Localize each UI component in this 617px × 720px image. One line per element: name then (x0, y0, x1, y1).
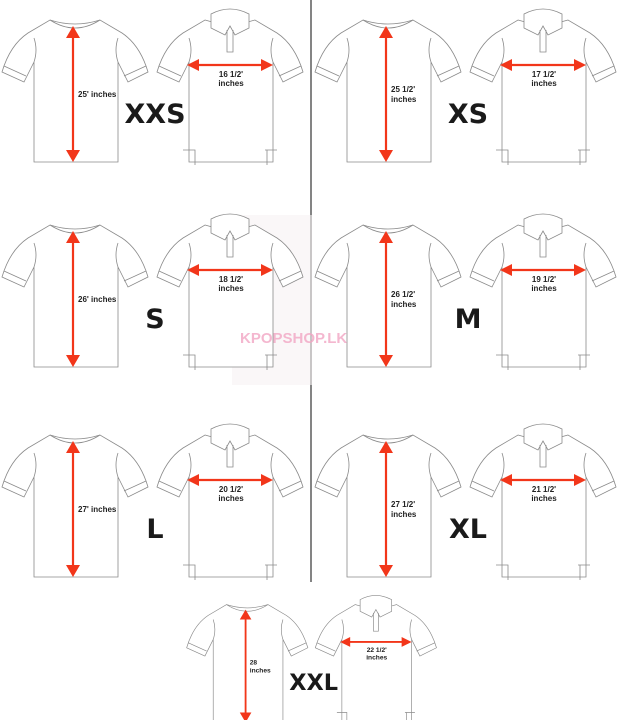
neck-band (226, 604, 269, 612)
sleeve-seams (158, 452, 302, 492)
back-shirt-outline (314, 434, 462, 578)
hem-slits (183, 564, 277, 580)
size-label: XS (448, 99, 488, 130)
polo-collar (359, 595, 393, 632)
chest-measurement: 19 1/2' (532, 275, 556, 284)
length-measurement: 27 1/2' (391, 500, 415, 509)
chest-measurement: inches (218, 284, 244, 293)
hem-slits (496, 354, 590, 370)
neck-band (362, 434, 414, 444)
back-shirt-outline (314, 19, 462, 163)
watermark-text: KPOPSHOP.LK (240, 330, 347, 347)
back-shirt-outline (1, 434, 149, 578)
sleeve-seams (316, 619, 435, 652)
sleeve-seams (188, 619, 307, 652)
length-measurement: 26 1/2' (391, 290, 415, 299)
length-measurement: 25 1/2' (391, 85, 415, 94)
hem-slits (496, 564, 590, 580)
sleeve-seams (3, 452, 147, 492)
chest-measurement: 22 1/2' (367, 647, 387, 654)
hem-slits (336, 712, 415, 720)
neck-band (362, 19, 414, 29)
length-measurement: inches (391, 95, 417, 104)
sleeve-seams (3, 242, 147, 282)
neck-band (49, 19, 101, 29)
size-label: S (145, 304, 164, 335)
polo-collar (210, 423, 250, 468)
length-measurement: 27' inches (78, 505, 117, 514)
chest-measurement: 21 1/2' (532, 485, 556, 494)
sleeve-seams (316, 242, 460, 282)
polo-collar (210, 213, 250, 258)
size-label: XXS (124, 99, 185, 130)
length-measurement: 28 (250, 659, 258, 666)
back-shirt-outline (1, 224, 149, 368)
neck-band (49, 224, 101, 234)
chest-measurement: inches (531, 284, 557, 293)
chest-measurement: inches (531, 494, 557, 503)
back-shirt-outline (186, 604, 309, 720)
length-measurement: inches (391, 300, 417, 309)
polo-collar (523, 423, 563, 468)
polo-collar (210, 8, 250, 53)
sleeve-seams (158, 242, 302, 282)
length-measurement: inches (391, 510, 417, 519)
size-label: M (455, 304, 482, 335)
size-label: XXL (289, 670, 338, 696)
chest-measurement: 18 1/2' (219, 275, 243, 284)
length-measurement: 25' inches (78, 90, 117, 99)
neck-band (362, 224, 414, 234)
size-label: L (146, 514, 163, 545)
back-shirt-outline (1, 19, 149, 163)
length-measurement: 26' inches (78, 295, 117, 304)
sleeve-seams (471, 37, 615, 77)
polo-collar (523, 8, 563, 53)
chest-measurement: inches (218, 79, 244, 88)
chest-measurement: inches (218, 494, 244, 503)
size-label: XL (449, 514, 487, 545)
chest-measurement: 16 1/2' (219, 70, 243, 79)
sleeve-seams (158, 37, 302, 77)
back-shirt-outline (314, 224, 462, 368)
sleeve-seams (316, 452, 460, 492)
chest-measurement: 20 1/2' (219, 485, 243, 494)
polo-collar (523, 213, 563, 258)
hem-slits (183, 149, 277, 165)
sleeve-seams (3, 37, 147, 77)
hem-slits (496, 149, 590, 165)
hem-slits (183, 354, 277, 370)
chest-measurement: 17 1/2' (532, 70, 556, 79)
sleeve-seams (471, 452, 615, 492)
chest-measurement: inches (531, 79, 557, 88)
length-measurement: inches (250, 668, 271, 675)
sleeve-seams (471, 242, 615, 282)
sleeve-seams (316, 37, 460, 77)
chest-measurement: inches (366, 654, 387, 661)
neck-band (49, 434, 101, 444)
